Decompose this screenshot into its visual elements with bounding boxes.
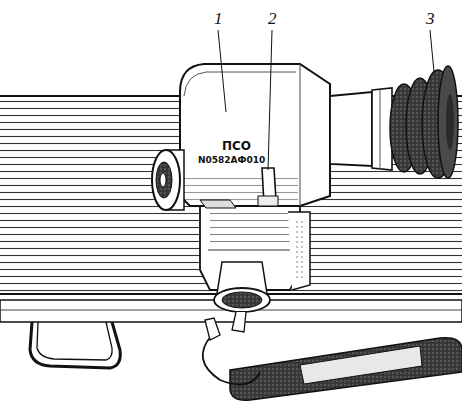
battery-housing (214, 262, 270, 332)
trigger-guard (37, 322, 112, 360)
callout-number: 3 (424, 10, 437, 27)
callout-number: 2 (266, 10, 279, 27)
scope-marking: ПСО (222, 140, 251, 152)
leader-line (218, 30, 434, 170)
trigger-guard (30, 322, 120, 368)
illumination-lever (258, 168, 278, 206)
eyecup (390, 66, 458, 178)
serial-number: N0582АФ010 (198, 156, 265, 165)
scope-body (180, 64, 330, 208)
adjustment-drum (152, 150, 184, 210)
eyepiece (330, 88, 392, 170)
callout-number: 1 (212, 10, 225, 27)
